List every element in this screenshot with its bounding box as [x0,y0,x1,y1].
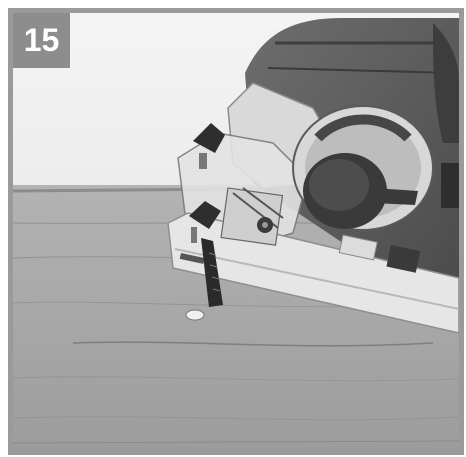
jigsaw-body [167,18,459,334]
step-number-badge: 15 [13,13,70,68]
jigsaw-photo [13,13,459,450]
illustration-frame: 15 [8,8,464,455]
plunge-cut-hole [185,309,205,321]
